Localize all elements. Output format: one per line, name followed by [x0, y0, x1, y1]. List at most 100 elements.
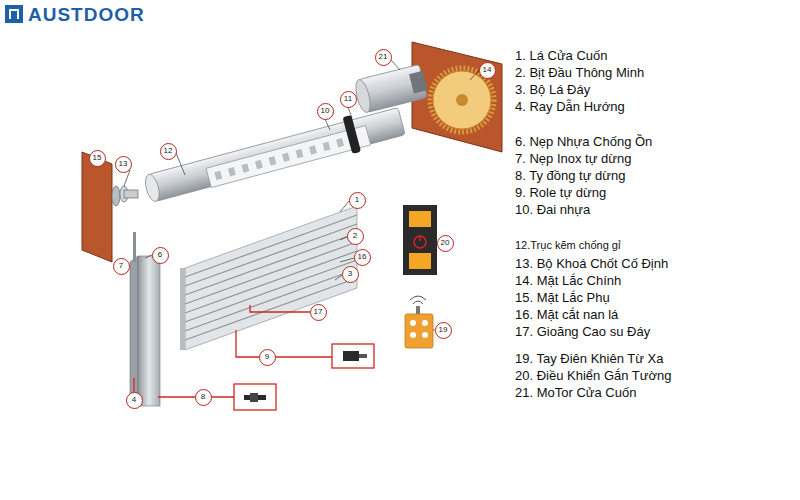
callout-text: 1: [355, 196, 359, 204]
part-list-item: 12.Trục kẽm chống gỉ: [515, 240, 620, 251]
illustration-part: [409, 211, 431, 227]
illustration-part: [234, 384, 276, 410]
part-list-item: 13. Bộ Khoá Chốt Cố Định: [515, 257, 668, 270]
illustration-part: [340, 237, 347, 240]
illustration-part: [470, 70, 479, 80]
callout-text: 6: [158, 251, 162, 259]
illustration-part: [214, 171, 222, 180]
illustration-part: [185, 242, 357, 304]
callout-text: 19: [439, 326, 448, 334]
callout-text: 14: [483, 66, 492, 74]
illustration-part: [413, 301, 423, 304]
illustration-part: [296, 149, 304, 158]
illustration-part: [185, 260, 357, 322]
illustration-part: [348, 107, 352, 118]
illustration-part: [214, 134, 357, 180]
illustration-part: [9, 9, 19, 19]
illustration-part: [419, 236, 420, 241]
callout-number: 15: [89, 150, 106, 167]
illustration-part: [11, 11, 17, 19]
illustration-part: [185, 233, 357, 295]
lock-set: [112, 186, 138, 206]
callout-number: 20: [437, 235, 454, 252]
illustration-part: [409, 71, 427, 94]
callout-number: 8: [195, 389, 212, 406]
illustration-part: [145, 255, 152, 258]
callout-text: 3: [348, 270, 352, 278]
illustration-part: [335, 275, 342, 280]
illustration-part: [236, 330, 332, 357]
illustration-part: [124, 190, 138, 198]
motor: [353, 64, 429, 114]
illustration-part: [268, 156, 276, 165]
callout-number: 3: [342, 266, 359, 283]
illustration-part: [422, 332, 428, 338]
callout-text: 20: [441, 239, 450, 247]
callout-number: 10: [317, 103, 334, 120]
illustration-part: [343, 351, 359, 361]
part-list-item: 10. Đai nhựa: [515, 203, 590, 216]
illustration-part: [336, 138, 344, 147]
part-list-item: 16. Mặt cắt nan lá: [515, 308, 618, 321]
secondary-bracket-plate: [82, 152, 112, 262]
callout-number: 16: [354, 249, 371, 266]
illustration-part: [343, 115, 362, 154]
illustration-part: [149, 108, 405, 202]
callout-number: 4: [126, 392, 143, 409]
callout-text: 8: [201, 393, 205, 401]
illustration-part: [325, 119, 330, 130]
part-list-item: 1. Lá Cửa Cuốn: [515, 49, 608, 62]
illustration-part: [185, 206, 357, 350]
callout-text: 7: [119, 262, 123, 270]
illustration-part: [422, 320, 428, 326]
leader-lines: [124, 60, 479, 330]
pin-symbol: [244, 393, 266, 402]
illustration-part: [340, 258, 354, 262]
illustration-part: [391, 60, 400, 70]
callout-number: 11: [340, 91, 357, 108]
callout-text: 16: [358, 253, 367, 261]
callout-text: 10: [321, 107, 330, 115]
illustration-part: [133, 232, 136, 262]
callout-number: 7: [113, 258, 130, 275]
illustration-part: [176, 153, 185, 175]
callout-number: 12: [160, 143, 177, 160]
illustration-part: [185, 278, 357, 340]
callout-number: 9: [259, 349, 276, 366]
illustration-part: [133, 378, 134, 392]
wall-control: [403, 205, 437, 275]
part-list-item: 14. Mặt Lắc Chính: [515, 274, 621, 287]
brand-logo: AUSTDOOR: [28, 5, 145, 24]
illustration-part: [410, 332, 416, 338]
part-list-item: 20. Điều Khiển Gắn Tường: [515, 369, 671, 382]
illustration-part: [405, 314, 433, 348]
callout-number: 19: [435, 322, 452, 339]
illustration-part: [332, 344, 374, 368]
callout-text: 12: [164, 147, 173, 155]
illustration-part: [309, 145, 317, 154]
illustration-part: [143, 173, 162, 203]
illustration-part: [250, 305, 310, 312]
part-list-item: 15. Mặt Lắc Phụ: [515, 291, 610, 304]
illustration-part: [255, 160, 263, 169]
part-list-item: 8. Ty đồng tự dừng: [515, 169, 625, 182]
illustration-part: [5, 5, 23, 23]
callout-text: 2: [353, 232, 357, 240]
callout-number: 17: [310, 304, 327, 321]
illustration-part: [410, 296, 426, 300]
illustration-part: [323, 142, 331, 151]
illustration-part: [185, 215, 357, 340]
illustration-part: [228, 167, 236, 176]
part-list-item: 7. Nẹp Inox tự dừng: [515, 152, 631, 165]
callout-text: 21: [379, 53, 388, 61]
remote-control: [405, 296, 433, 348]
part-list-item: 4. Ray Dẫn Hướng: [515, 100, 625, 113]
callout-number: 2: [347, 228, 364, 245]
illustration-part: [138, 256, 160, 406]
illustration-part: [359, 354, 367, 358]
illustration-part: [409, 253, 431, 269]
illustration-part: [282, 153, 290, 162]
relay-symbol: [343, 351, 367, 361]
callout-text: 11: [344, 95, 352, 103]
